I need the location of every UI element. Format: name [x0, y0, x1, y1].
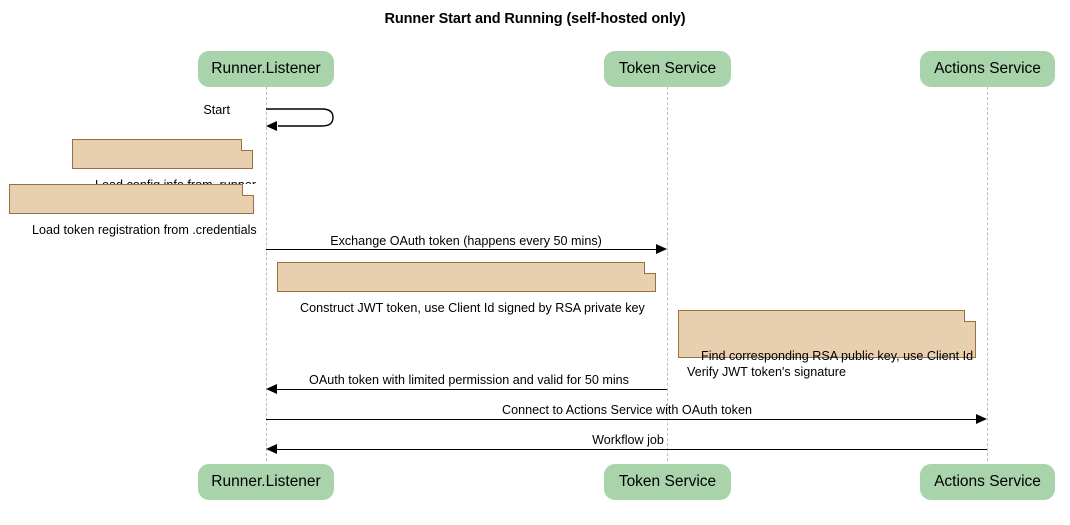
note-text: Load token registration from .credential…: [32, 223, 257, 237]
participant-label: Actions Service: [934, 473, 1041, 490]
note-load-config-info: Load config info from .runner: [72, 139, 256, 192]
message-label-workflow-job: Workflow job: [592, 433, 664, 447]
message-label-exchange-oauth: Exchange OAuth token (happens every 50 m…: [330, 234, 602, 248]
participant-label: Actions Service: [934, 60, 1041, 77]
arrow-head-connect-actions: [976, 413, 987, 424]
message-label-oauth-token-return: OAuth token with limited permission and …: [309, 373, 629, 387]
lifeline-runner: [266, 87, 267, 461]
message-label-start: Start: [203, 103, 230, 117]
arrow-head-exchange-oauth: [656, 243, 667, 254]
message-line-connect-actions: [266, 419, 976, 420]
participant-label: Runner.Listener: [211, 60, 321, 77]
note-verify-jwt-signature: Find corresponding RSA public key, use C…: [678, 310, 976, 379]
note-fold-corner: [242, 184, 254, 196]
message-label-connect-actions: Connect to Actions Service with OAuth to…: [502, 403, 752, 417]
message-line-exchange-oauth: [266, 249, 656, 250]
participant-runner-listener-bottom[interactable]: Runner.Listener: [198, 464, 334, 500]
participant-token-service-top[interactable]: Token Service: [604, 51, 731, 87]
note-text: Find corresponding RSA public key, use C…: [687, 349, 974, 379]
note-fold-corner: [964, 310, 976, 322]
page-title: Runner Start and Running (self-hosted on…: [384, 11, 686, 27]
participant-label: Token Service: [618, 473, 717, 490]
message-line-oauth-token-return: [277, 389, 667, 390]
note-construct-jwt-token: Construct JWT token, use Client Id signe…: [277, 262, 656, 315]
message-line-workflow-job: [277, 449, 987, 450]
note-fold-corner: [241, 139, 253, 151]
participant-actions-service-top[interactable]: Actions Service: [920, 51, 1055, 87]
lifeline-actions: [987, 87, 988, 461]
participant-actions-service-bottom[interactable]: Actions Service: [920, 464, 1055, 500]
message-start-self-loop: [265, 104, 337, 132]
participant-token-service-bottom[interactable]: Token Service: [604, 464, 731, 500]
arrow-head-workflow-job: [266, 443, 277, 454]
lifeline-token: [667, 87, 668, 461]
arrow-head-oauth-token-return: [266, 383, 277, 394]
note-text: Construct JWT token, use Client Id signe…: [300, 301, 645, 315]
note-fold-corner: [644, 262, 656, 274]
note-load-token-registration: Load token registration from .credential…: [9, 184, 257, 237]
participant-label: Token Service: [618, 60, 717, 77]
participant-runner-listener-top[interactable]: Runner.Listener: [198, 51, 334, 87]
arrow-head-start: [266, 120, 277, 131]
participant-label: Runner.Listener: [211, 473, 321, 490]
